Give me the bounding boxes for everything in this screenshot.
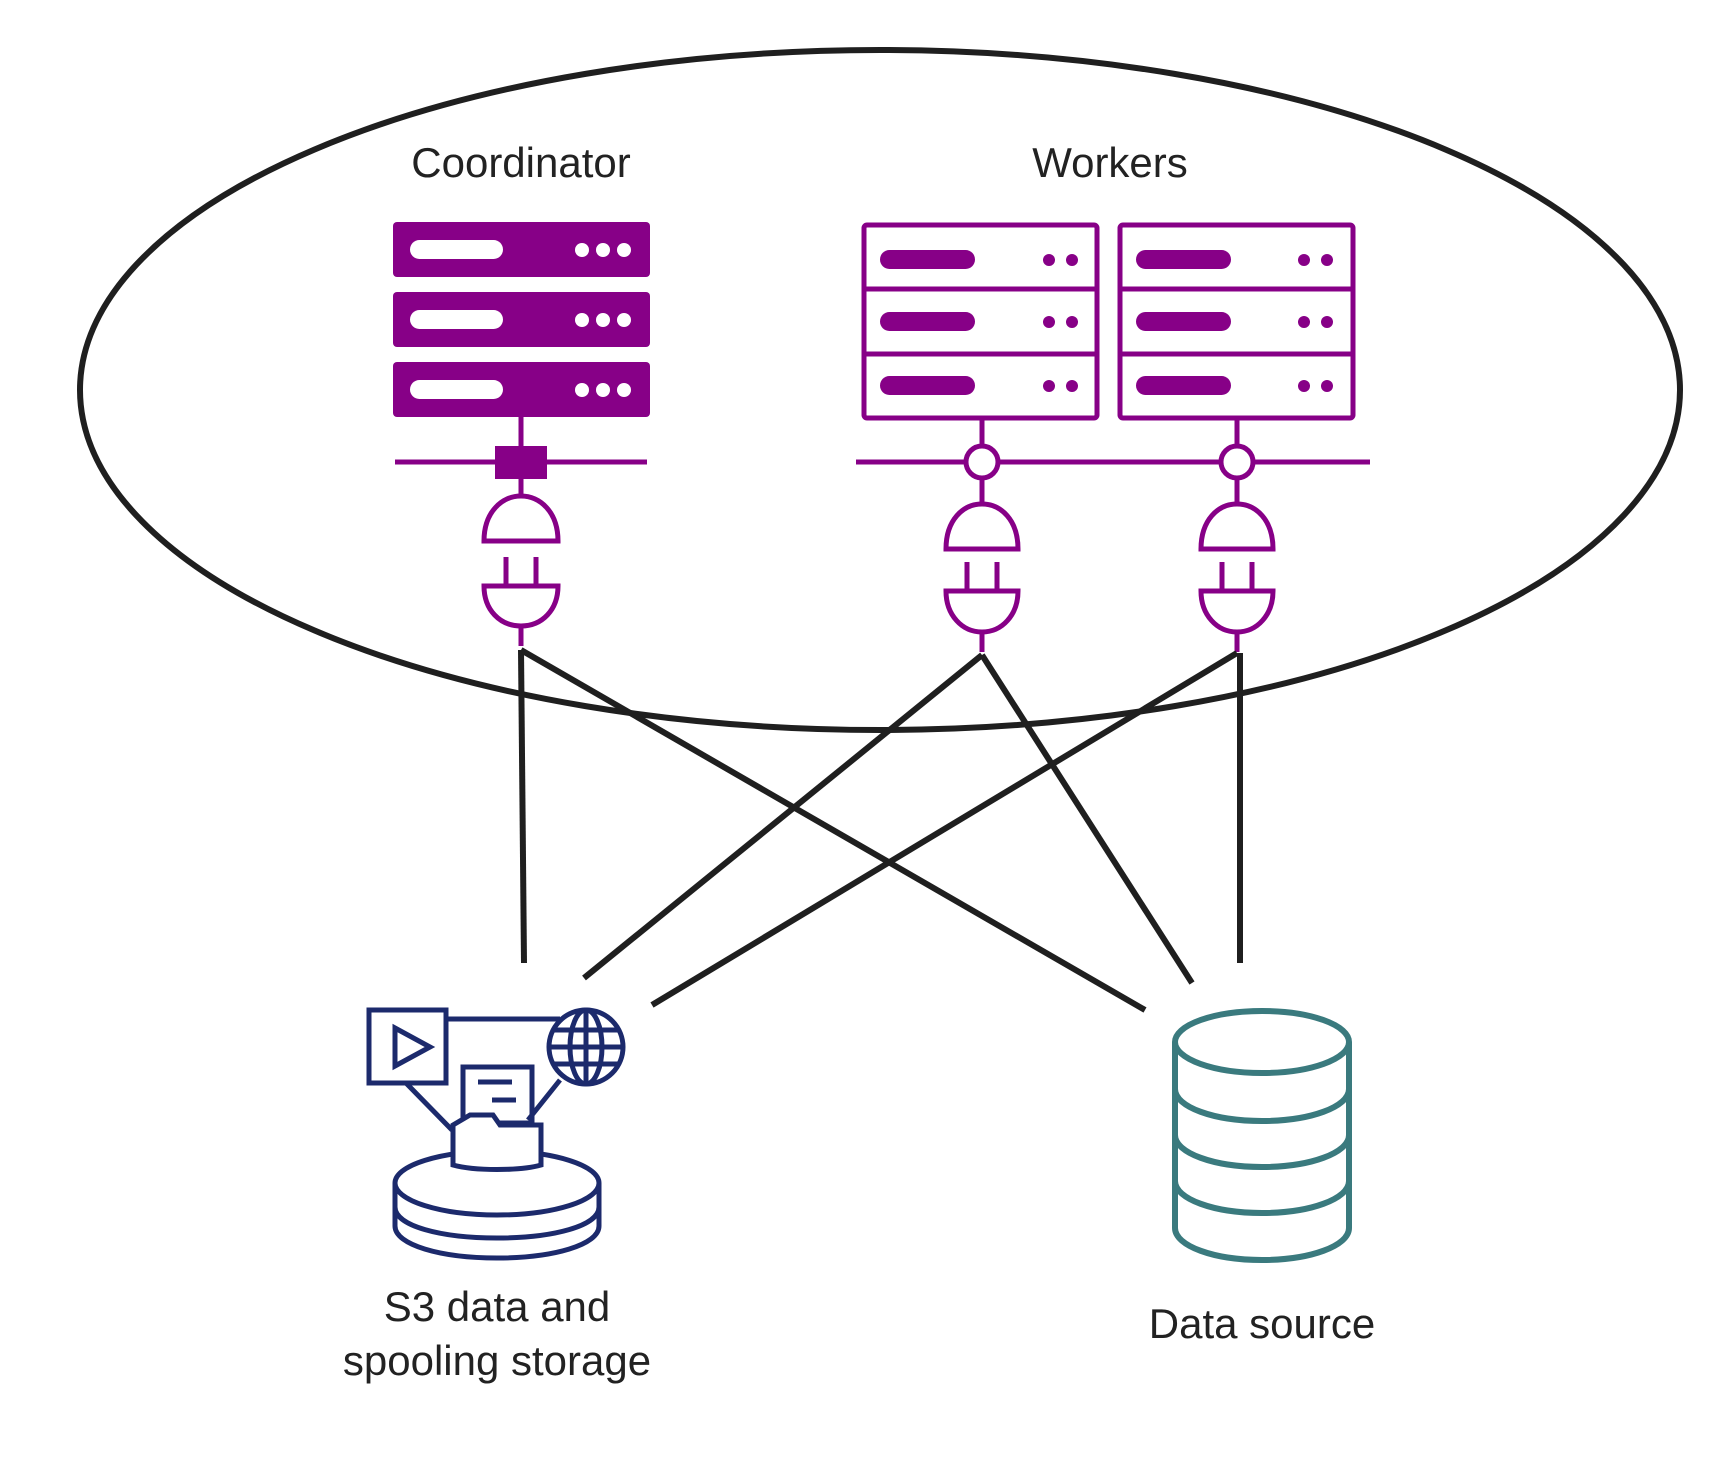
connection-worker1-datasource bbox=[979, 653, 1195, 985]
connection-worker1-storage bbox=[582, 652, 984, 981]
coordinator-server-icon bbox=[393, 222, 650, 479]
connection-coordinator-storage bbox=[518, 649, 527, 964]
connection-lines bbox=[518, 647, 1243, 1013]
s3-storage-icon bbox=[366, 1007, 626, 1261]
worker-server-icon-1 bbox=[861, 222, 1100, 446]
data-source-label: Data source bbox=[1148, 1300, 1376, 1347]
connection-coordinator-datasource bbox=[519, 647, 1147, 1013]
worker-server-icon-2 bbox=[1117, 222, 1356, 446]
coordinator-label: Coordinator bbox=[411, 139, 631, 186]
worker-plug-icon-1 bbox=[943, 478, 1021, 652]
s3-storage-label-line1: S3 data and bbox=[383, 1283, 611, 1330]
connection-worker2-storage bbox=[650, 650, 1239, 1008]
worker-plug-icon-2 bbox=[1198, 478, 1276, 652]
database-icon bbox=[1172, 1008, 1352, 1264]
cluster-boundary-ellipse bbox=[77, 47, 1683, 733]
workers-network-bus bbox=[856, 443, 1370, 481]
coordinator-plug-icon bbox=[481, 479, 561, 646]
s3-storage-label-line2: spooling storage bbox=[342, 1337, 652, 1384]
workers-label: Workers bbox=[1032, 139, 1188, 186]
